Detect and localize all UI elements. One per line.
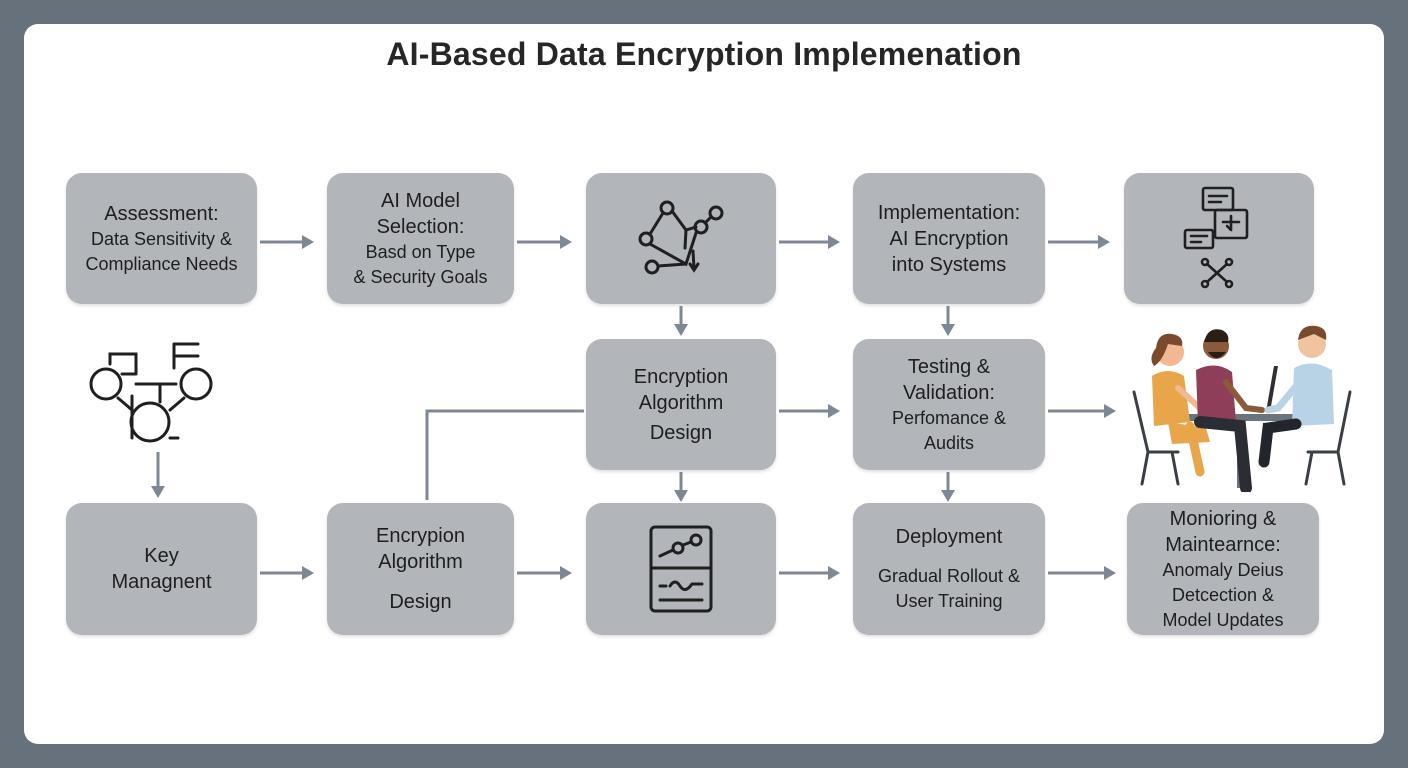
step-node-graph-box — [586, 173, 776, 304]
step-documents-box — [1124, 173, 1314, 304]
step-testing-validation: Testing & Validation: Perfomance & Audit… — [853, 339, 1045, 470]
step-implementation: Implementation: AI Encryption into Syste… — [853, 173, 1045, 304]
step-deployment-title: Deployment — [895, 526, 1003, 548]
documents-network-icon — [1183, 186, 1249, 288]
arrowhead — [674, 324, 688, 336]
step-implementation-line: into Systems — [891, 253, 1007, 276]
arrowhead — [941, 324, 955, 336]
step-encryption-design-lower: Encrypion Algorithm Design — [327, 503, 514, 635]
step-ai-model-title: AI Model — [381, 189, 460, 212]
step-monitoring-line: Detcection & — [1171, 584, 1275, 605]
step-key-management-line: Managnent — [111, 571, 212, 593]
step-monitoring-title: Maintearnce: — [1165, 533, 1281, 556]
step-assessment-title: Assessment: — [104, 202, 219, 225]
step-testing-title: Validation: — [903, 381, 995, 404]
step-deployment-line: Gradual Rollout & — [877, 566, 1021, 586]
step-monitoring-maintenance: Monioring & Maintearnce: Anomaly Deius D… — [1127, 503, 1319, 635]
arrowhead — [828, 566, 840, 580]
arrowhead — [828, 235, 840, 249]
step-encryption-upper-line: Encryption — [633, 365, 729, 388]
step-encryption-upper-line: Design — [649, 421, 713, 444]
step-deployment: Deployment Gradual Rollout & User Traini… — [853, 503, 1045, 635]
arrowhead — [151, 486, 165, 498]
arrowhead — [828, 404, 840, 418]
arrowhead — [560, 566, 572, 580]
step-assessment-line: Compliance Needs — [85, 253, 238, 274]
team-meeting-illustration — [1132, 325, 1352, 492]
step-assessment-line: Data Sensitivity & — [90, 228, 233, 249]
step-encryption-upper-line: Algorithm — [638, 391, 724, 414]
step-dashboard-box — [586, 503, 776, 635]
arrowhead — [1098, 235, 1110, 249]
arrowhead — [1104, 566, 1116, 580]
step-encryption-lower-line: Algorithm — [378, 551, 463, 573]
step-deployment-line: User Training — [895, 591, 1003, 611]
step-monitoring-title: Monioring & — [1169, 507, 1277, 530]
circles-network-icon — [89, 342, 213, 443]
arrowhead — [674, 490, 688, 502]
feedback-connector — [425, 409, 584, 500]
step-encryption-lower-line: Encrypion — [376, 525, 465, 547]
node-graph-icon — [638, 200, 724, 274]
step-ai-model-line: Basd on Type — [365, 241, 476, 262]
step-implementation-title: Implementation: — [877, 201, 1021, 224]
step-ai-model-line: & Security Goals — [353, 266, 488, 287]
arrowhead — [941, 490, 955, 502]
step-assessment: Assessment: Data Sensitivity & Complianc… — [66, 173, 257, 304]
step-testing-title: Testing & — [907, 355, 991, 378]
step-testing-line: Audits — [923, 432, 975, 453]
diagram-title: AI-Based Data Encryption Implemenation — [386, 36, 1022, 72]
step-monitoring-line: Model Updates — [1162, 609, 1284, 630]
step-key-management: Key Managnent — [66, 503, 257, 635]
arrowhead — [1104, 404, 1116, 418]
step-ai-model-title: Selection: — [376, 215, 465, 238]
step-encryption-lower-line: Design — [389, 591, 452, 613]
step-ai-model-selection: AI Model Selection: Basd on Type & Secur… — [327, 173, 514, 304]
step-key-management-line: Key — [144, 545, 179, 567]
step-monitoring-line: Anomaly Deius — [1162, 559, 1284, 580]
step-testing-line: Perfomance & — [891, 407, 1007, 428]
arrowhead — [302, 235, 314, 249]
arrowhead — [302, 566, 314, 580]
step-encryption-design-upper: Encryption Algorithm Design — [586, 339, 776, 470]
dashboard-panel-icon — [649, 525, 713, 613]
arrowhead — [560, 235, 572, 249]
step-implementation-line: AI Encryption — [889, 227, 1009, 250]
